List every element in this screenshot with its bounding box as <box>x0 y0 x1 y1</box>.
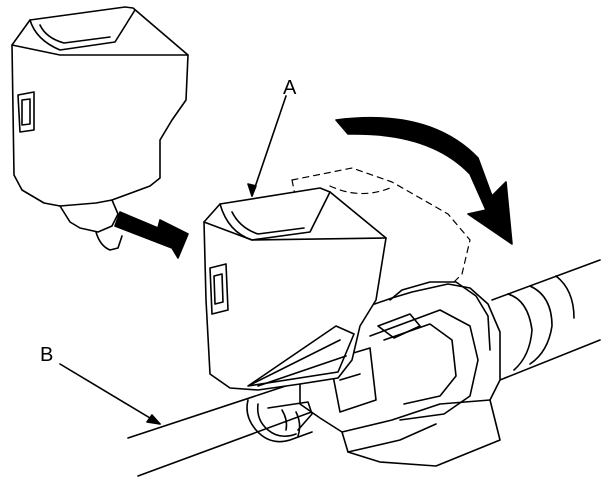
clip-upper <box>11 6 189 251</box>
insert-arrow <box>114 211 189 259</box>
leader-a-arrowhead <box>247 183 257 197</box>
hose-right <box>491 259 601 381</box>
leader-b-arrowhead <box>146 414 161 425</box>
rotate-arrow <box>335 116 513 245</box>
leader-a <box>251 95 287 197</box>
callout-label-a: A <box>283 77 297 99</box>
leader-b <box>59 363 161 425</box>
pipe-fitting <box>246 399 313 443</box>
callout-label-b: B <box>40 344 54 366</box>
clip-installed <box>203 187 387 391</box>
